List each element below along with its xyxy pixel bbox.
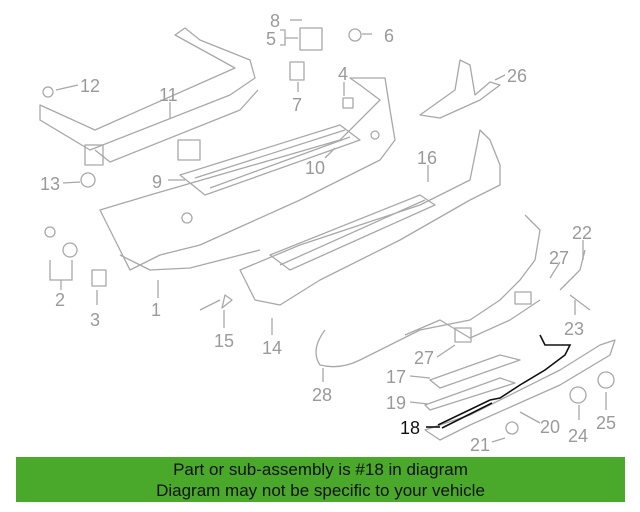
part-reinforcement-beam <box>39 27 259 166</box>
part-strip-17 <box>429 354 521 389</box>
callout-27-lower: 27 <box>414 348 434 368</box>
callout-27-upper: 27 <box>549 248 569 268</box>
banner-line-1: Part or sub-assembly is #18 in diagram <box>173 460 468 479</box>
part-harness-27 <box>404 299 541 339</box>
part-lower-valance <box>424 339 616 441</box>
callout-12: 12 <box>80 76 100 96</box>
callout-2: 2 <box>55 290 65 310</box>
callout-28: 28 <box>312 385 332 405</box>
fasteners <box>42 27 615 435</box>
callout-4: 4 <box>338 64 348 84</box>
part-bumper-cover <box>99 77 396 271</box>
callout-5: 5 <box>266 29 276 49</box>
part-absorber <box>179 124 361 196</box>
part-strip-19 <box>424 377 516 411</box>
banner-line-2: Diagram may not be specific to your vehi… <box>156 481 485 500</box>
parts-diagram: 18 1 2 3 4 5 6 7 8 9 10 11 12 13 14 15 1… <box>39 11 616 455</box>
callout-15: 15 <box>214 331 234 351</box>
callout-13: 13 <box>40 174 60 194</box>
callout-20: 20 <box>540 417 560 437</box>
callout-6: 6 <box>384 26 394 46</box>
callout-21: 21 <box>470 435 490 455</box>
callout-3: 3 <box>90 310 100 330</box>
part-info-banner: Part or sub-assembly is #18 in diagram D… <box>16 457 625 502</box>
callout-10: 10 <box>305 158 325 178</box>
leader-lines <box>49 19 607 443</box>
callout-18: 18 <box>400 418 420 438</box>
part-valance <box>239 129 501 306</box>
callout-22: 22 <box>572 223 592 243</box>
callout-26: 26 <box>507 66 527 86</box>
callout-8: 8 <box>270 11 280 31</box>
callout-11: 11 <box>159 85 178 105</box>
callouts: 1 2 3 4 5 6 7 8 9 10 11 12 13 14 15 16 1… <box>40 11 616 455</box>
callout-1: 1 <box>151 300 161 320</box>
callout-25: 25 <box>596 413 616 433</box>
callout-19: 19 <box>386 393 406 413</box>
part-harness-28 <box>315 214 541 368</box>
callout-24: 24 <box>568 426 588 446</box>
callout-16: 16 <box>417 148 437 168</box>
part-reflector <box>419 59 501 119</box>
part-18-highlighted: 18 <box>400 334 572 438</box>
callout-7: 7 <box>292 95 302 115</box>
callout-9: 9 <box>152 172 162 192</box>
callout-17: 17 <box>386 367 406 387</box>
callout-23: 23 <box>564 319 584 339</box>
callout-14: 14 <box>262 338 282 358</box>
